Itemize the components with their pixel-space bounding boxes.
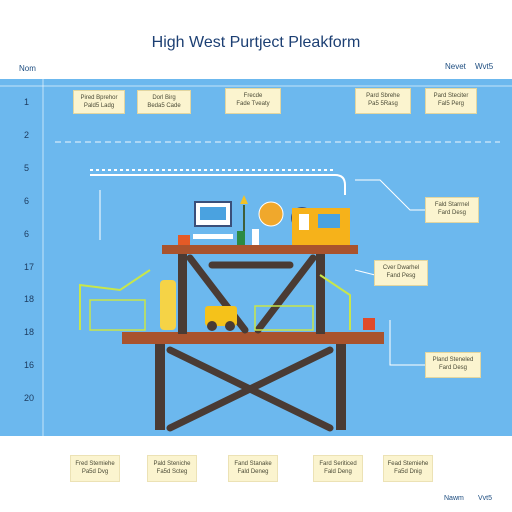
footer-right-label: Vvt5: [478, 495, 493, 502]
ruler-label: 6: [24, 229, 30, 239]
ruler-label: 6: [24, 196, 30, 206]
ruler-label: 16: [24, 360, 35, 370]
header-right-label-2: Wvt5: [475, 62, 494, 71]
ruler-label: 2: [24, 130, 30, 140]
ruler-label: 20: [24, 393, 35, 403]
header-right-label: Nevet: [445, 62, 466, 71]
ruler-label: 5: [24, 163, 30, 173]
header-left-label: Nom: [19, 64, 36, 73]
board-guides: [0, 79, 512, 436]
ruler-label: 18: [24, 327, 35, 337]
upper-deck: [162, 245, 358, 254]
worker-figure: [160, 280, 176, 330]
ruler-label: 17: [24, 262, 35, 272]
overhead-rail: [90, 169, 346, 195]
lower-deck: [122, 332, 384, 344]
gauge: [258, 201, 284, 227]
ruler-label: 1: [24, 97, 30, 107]
page-title: High West Purtject Pleakform: [151, 34, 361, 51]
footer-left-label: Nawm: [444, 495, 464, 502]
ruler-label: 18: [24, 294, 35, 304]
